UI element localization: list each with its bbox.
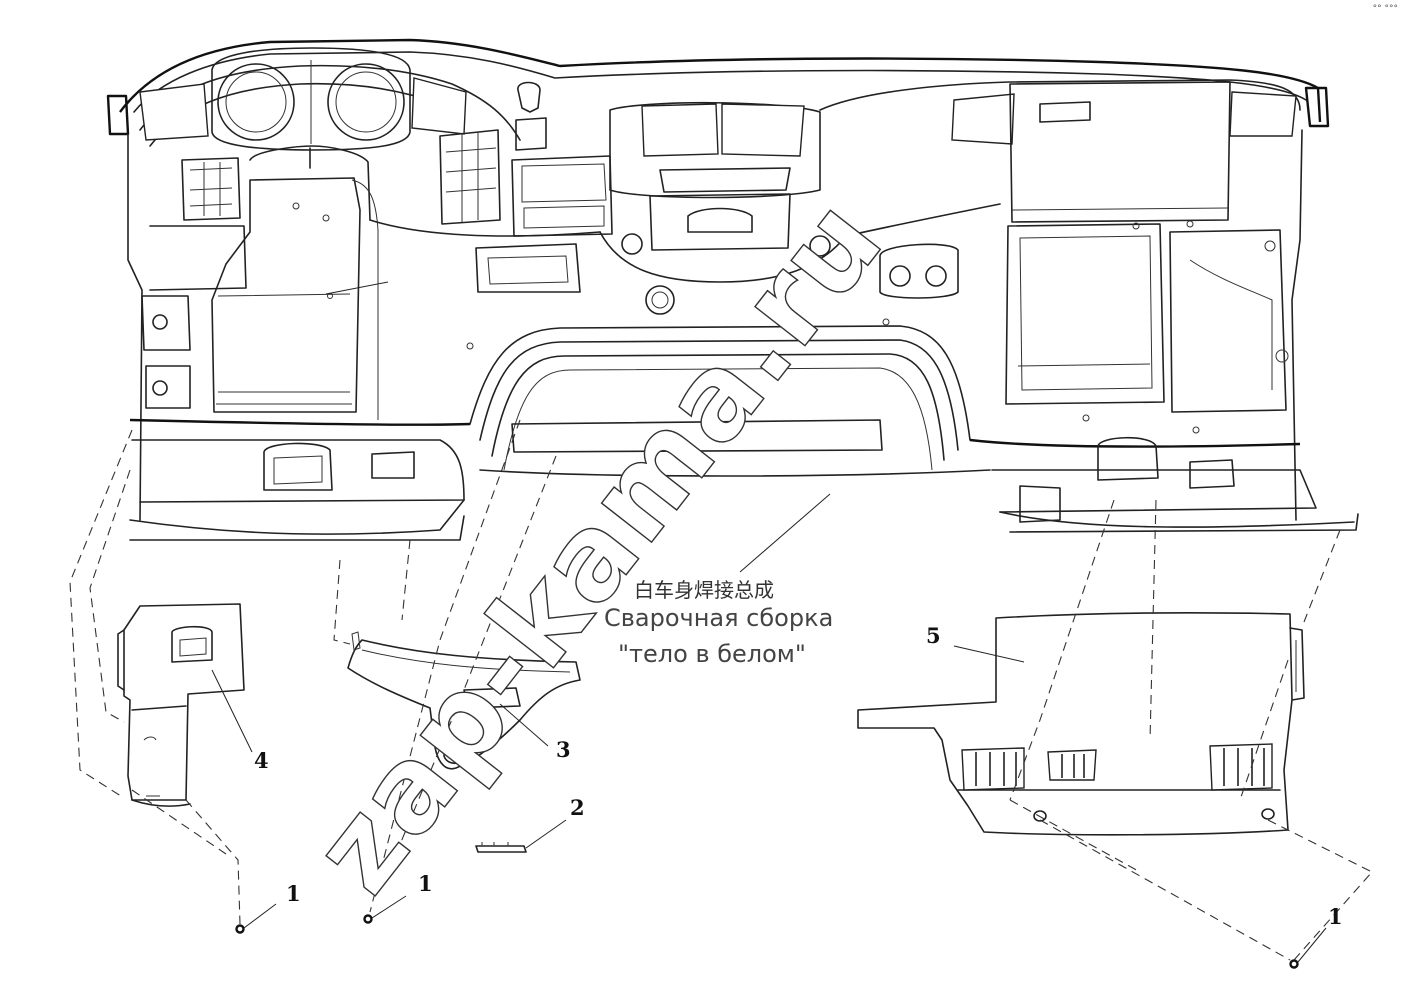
- fastener-right: [1289, 959, 1299, 969]
- part-3-lower-trim: [347, 631, 581, 770]
- watermark-text: zap-kama.ru: [288, 174, 910, 917]
- caption-chinese: 白车身焊接总成: [634, 578, 774, 602]
- caption-russian-line2: "тело в белом": [618, 640, 806, 668]
- label-part-4: 4: [254, 748, 269, 773]
- part-number-labels: 1 1 1 2 3 4 5: [254, 623, 1343, 929]
- label-part-2: 2: [570, 795, 585, 820]
- part-4-left-side-panel: [117, 603, 245, 807]
- leader-lines: [211, 281, 1327, 963]
- part-5-right-lower-panel: [857, 612, 1305, 836]
- part-1-fasteners: [235, 914, 1299, 969]
- caption-russian-line1: Сварочная сборка: [604, 604, 834, 632]
- corner-mark: °° °°°: [1372, 4, 1398, 14]
- fastener-left: [235, 924, 245, 934]
- part-2-clip: [475, 842, 527, 853]
- label-part-3: 3: [556, 737, 571, 762]
- label-part-1-right: 1: [1328, 904, 1343, 929]
- dashboard-body-assembly: [106, 38, 1359, 541]
- label-part-1-left: 1: [286, 881, 301, 906]
- label-part-5: 5: [926, 623, 941, 648]
- label-part-1-center: 1: [418, 871, 433, 896]
- assembly-dashed-lines: [69, 419, 1373, 961]
- fastener-center: [363, 914, 373, 924]
